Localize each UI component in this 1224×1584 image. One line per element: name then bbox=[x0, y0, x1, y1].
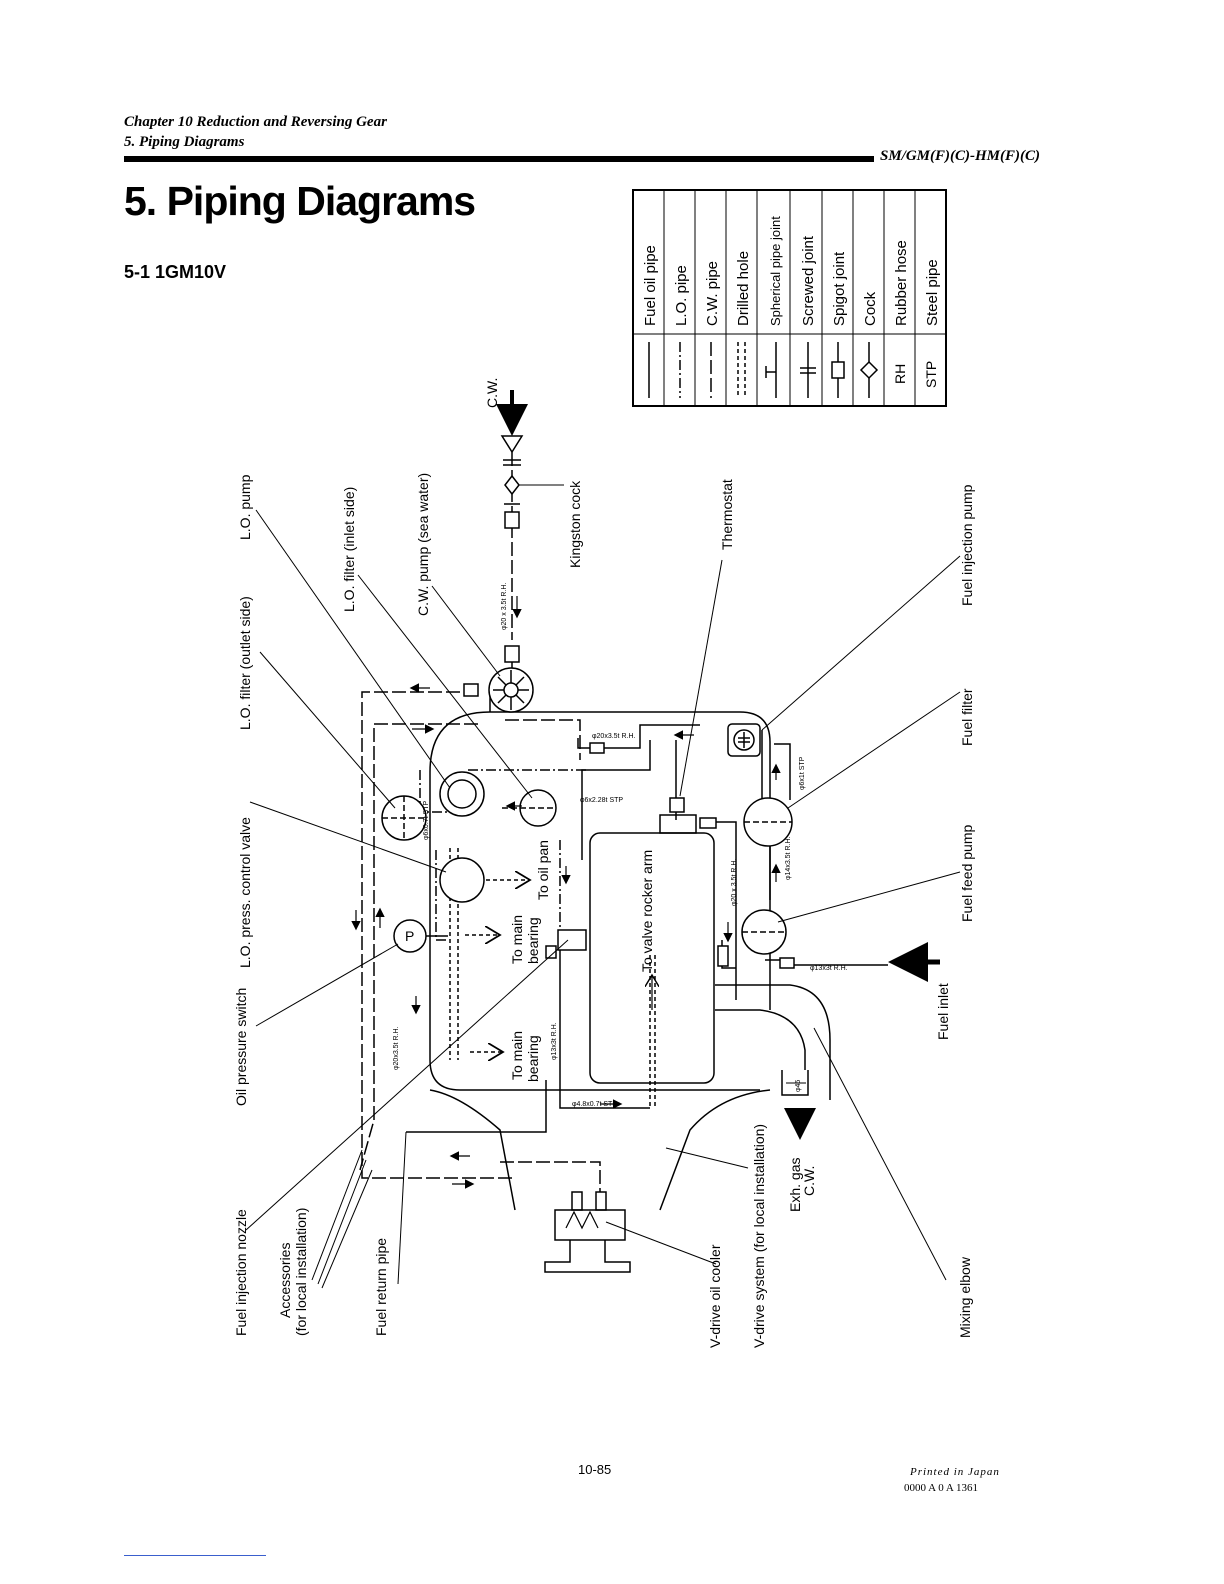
spec-lo-stp1: φ6x0.7t STP bbox=[423, 801, 430, 840]
model-code: SM/GM(F)(C)-HM(F)(C) bbox=[880, 148, 1040, 164]
legend-label-screwed-joint: Screwed joint bbox=[800, 235, 817, 326]
legend-label-spigot-joint: Spigot joint bbox=[831, 251, 848, 326]
leader-lines bbox=[245, 509, 961, 1289]
lo-filter-inlet bbox=[502, 789, 557, 827]
spec-fuel-inlet-rh: φ13x3t R.H. bbox=[810, 965, 848, 972]
spec-lo-stp3: φ4.8x0.7t STP bbox=[572, 1101, 617, 1108]
spec-fuel-stp: φ6x1t STP bbox=[799, 756, 806, 790]
label-to-main-bearing-b2: bearing bbox=[525, 1035, 541, 1082]
label-fuel-filter: Fuel filter bbox=[959, 688, 975, 746]
pipe-runs bbox=[359, 690, 940, 1285]
label-lo-pump: L.O. pump bbox=[237, 474, 253, 540]
label-lo-press-control-valve: L.O. press. control valve bbox=[237, 817, 253, 968]
document-code: 0000 A 0 A 1361 bbox=[904, 1482, 978, 1494]
page-title: 5. Piping Diagrams bbox=[124, 178, 476, 224]
label-mixing-elbow: Mixing elbow bbox=[957, 1256, 973, 1338]
fuel-injection-pump bbox=[727, 723, 761, 757]
thermostat bbox=[669, 797, 685, 813]
label-vdrive-system: V-drive system (for local installation) bbox=[751, 1124, 767, 1348]
spec-cw-outlet: φ20x3.5t R.H. bbox=[592, 733, 636, 740]
label-lo-filter-inlet: L.O. filter (inlet side) bbox=[341, 487, 357, 612]
spigot-joints bbox=[589, 742, 729, 967]
label-to-main-bearing-a1: To main bbox=[509, 915, 525, 964]
printed-in: Printed in Japan bbox=[910, 1466, 1000, 1478]
label-to-oil-pan: To oil pan bbox=[535, 840, 551, 900]
fuel-feed-pump bbox=[741, 909, 795, 969]
fuel-filter bbox=[743, 797, 793, 847]
label-lo-filter-outlet: L.O. filter (outlet side) bbox=[237, 596, 253, 730]
legend-label-drilled-hole: Drilled hole bbox=[735, 251, 752, 326]
label-thermostat: Thermostat bbox=[719, 479, 735, 550]
label-accessories-local: (for local installation) bbox=[293, 1208, 309, 1336]
legend-label-fuel-oil-pipe: Fuel oil pipe bbox=[642, 245, 659, 326]
label-to-main-bearing-a2: bearing bbox=[525, 917, 541, 964]
cw-pump bbox=[463, 667, 534, 713]
legend-symbol-screwed bbox=[800, 342, 816, 398]
label-cw-exh: C.W. bbox=[801, 1166, 817, 1196]
legend-label-lo-pipe: L.O. pipe bbox=[673, 265, 690, 326]
label-fuel-inlet: Fuel inlet bbox=[935, 983, 951, 1040]
oil-pressure-switch: P bbox=[393, 919, 448, 953]
label-accessories: Accessories bbox=[277, 1243, 293, 1318]
cw-intake bbox=[496, 390, 564, 676]
label-cw-pump: C.W. pump (sea water) bbox=[415, 473, 431, 616]
spec-fuel-rh2: φ20 x 3.5t R.H. bbox=[731, 859, 738, 906]
label-to-valve-rocker-arm: To valve rocker arm bbox=[639, 850, 655, 972]
subsection-line: 5. Piping Diagrams bbox=[124, 134, 245, 150]
legend-symbol-spigot bbox=[831, 342, 845, 398]
legend-symbol-rh: RH bbox=[892, 364, 908, 384]
legend-label-steel-pipe: Steel pipe bbox=[924, 259, 941, 326]
label-to-main-bearing-b1: To main bbox=[509, 1031, 525, 1080]
label-exh-gas: Exh. gas bbox=[787, 1158, 803, 1212]
label-fuel-return-pipe: Fuel return pipe bbox=[373, 1238, 389, 1336]
legend-symbol-cock bbox=[859, 342, 879, 398]
spec-lo-stp2: φ6x2.28t STP bbox=[580, 797, 623, 804]
spec-exh-dia: φ45 bbox=[795, 1080, 802, 1092]
label-fuel-injection-nozzle: Fuel injection nozzle bbox=[233, 1209, 249, 1336]
pipe-spec-labels: φ20 x 3.5t R.H. φ20x3.5t R.H. φ6x0.7t ST… bbox=[393, 583, 848, 1108]
svg-text:P: P bbox=[405, 928, 414, 944]
header-rule bbox=[124, 156, 874, 162]
kingston-cock-symbol bbox=[504, 474, 520, 496]
lo-filter-outlet bbox=[381, 795, 427, 841]
spec-lo-rh2: φ13x3t R.H. bbox=[551, 1022, 558, 1060]
section-title: 5-1 1GM10V bbox=[124, 262, 227, 282]
legend-label-cock: Cock bbox=[862, 291, 879, 326]
legend-label-spherical-joint: Spherical pipe joint bbox=[768, 216, 783, 326]
chapter-line: Chapter 10 Reduction and Reversing Gear bbox=[124, 114, 387, 130]
legend-symbol-stp: STP bbox=[923, 361, 939, 388]
diagram-labels: C.W. Kingston cock Thermostat Fuel injec… bbox=[233, 378, 975, 1348]
spec-lo-rh: φ20x3.5t R.H. bbox=[393, 1026, 400, 1070]
legend-table: RH STP Fuel oil pipe L.O. pipe C.W. pipe… bbox=[632, 189, 947, 407]
spec-cw-supply: φ20 x 3.5t R.H. bbox=[501, 583, 508, 630]
engine-outline bbox=[429, 711, 831, 1273]
footer-link-underline bbox=[124, 1555, 266, 1556]
legend-symbol-double-dash bbox=[737, 342, 746, 398]
legend-symbol-spherical bbox=[765, 342, 777, 398]
page-number: 10-85 bbox=[578, 1462, 612, 1477]
label-fuel-feed-pump: Fuel feed pump bbox=[959, 825, 975, 922]
fuel-injection-nozzle bbox=[545, 929, 587, 959]
lo-press-control-valve bbox=[439, 857, 485, 903]
legend-label-rubber-hose: Rubber hose bbox=[893, 240, 910, 326]
chapter-title: Chapter 10 Reduction and Reversing Gear … bbox=[124, 112, 387, 152]
label-oil-pressure-switch: Oil pressure switch bbox=[233, 988, 249, 1106]
spec-fuel-rh1: φ14x3.5t R.H. bbox=[785, 836, 792, 880]
label-kingston-cock: Kingston cock bbox=[567, 480, 583, 568]
label-cw-top: C.W. bbox=[484, 378, 500, 408]
legend-label-cw-pipe: C.W. pipe bbox=[704, 261, 721, 326]
label-vdrive-oil-cooler: V-drive oil cooler bbox=[707, 1244, 723, 1348]
lo-pump bbox=[439, 771, 485, 817]
label-fuel-injection-pump: Fuel injection pump bbox=[959, 484, 975, 606]
